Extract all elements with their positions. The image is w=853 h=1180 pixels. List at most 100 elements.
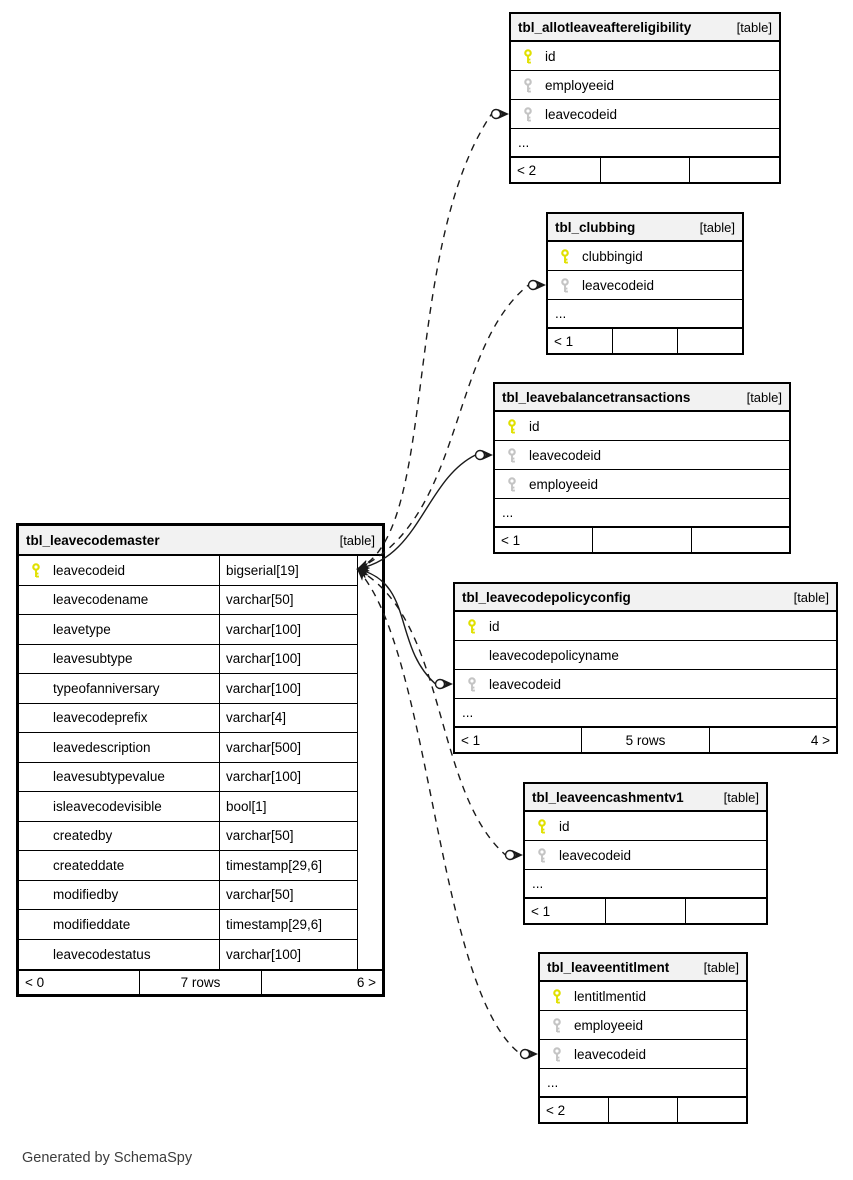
table-title[interactable]: tbl_allotleaveaftereligibility <box>518 19 692 35</box>
footer-parents-count <box>690 528 789 552</box>
column-type: timestamp[29,6] <box>219 851 353 880</box>
column-name: clubbingid <box>582 248 643 264</box>
zero-or-one-circle <box>519 1048 531 1060</box>
column-name: modifiedby <box>53 887 119 903</box>
primary-key-icon <box>525 818 559 834</box>
key-glyph <box>553 1017 561 1033</box>
column-row-clubbingid: clubbingid <box>548 242 742 271</box>
column-row-leavesubtype: leavesubtype varchar[100] <box>19 644 357 674</box>
footer-row-count: 5 rows <box>581 728 708 752</box>
column-row-leavecodeid: leavecodeid <box>455 670 836 699</box>
column-row-id: id <box>455 612 836 641</box>
table-header-tbl_leaveencashmentv1[interactable]: tbl_leaveencashmentv1[table] <box>525 784 766 812</box>
key-glyph <box>538 818 546 834</box>
edge-arrowhead <box>512 850 523 860</box>
table-title[interactable]: tbl_leavecodemaster <box>26 532 160 548</box>
primary-key-icon <box>19 562 53 578</box>
column-type: varchar[100] <box>219 644 353 673</box>
column-name: modifieddate <box>53 916 131 932</box>
table-title[interactable]: tbl_leaveentitlment <box>547 959 670 975</box>
column-name: id <box>529 418 540 434</box>
column-name: isleavecodevisible <box>53 798 162 814</box>
table-box-tbl_clubbing: tbl_clubbing [table] clubbingid leavecodeid… <box>546 212 744 355</box>
column-name: typeofanniversary <box>53 680 160 696</box>
column-name: leavecodepolicyname <box>489 647 619 663</box>
key-glyph <box>538 847 546 863</box>
relationship-edge-tbl_allotleaveaftereligibility <box>356 108 509 570</box>
column-type: varchar[100] <box>219 615 353 644</box>
column-name: leavecodename <box>53 592 149 608</box>
table-header-tbl_leavebalancetransactions[interactable]: tbl_leavebalancetransactions[table] <box>495 384 789 412</box>
relationship-gutter <box>357 556 382 969</box>
foreign-key-icon <box>540 1017 574 1033</box>
column-row-leavecodeid: leavecodeid <box>548 271 742 300</box>
footer-parents-count <box>689 158 779 182</box>
more-columns-marker: ... <box>455 699 836 726</box>
column-type: varchar[50] <box>219 585 353 614</box>
table-box-tbl_leavecodepolicyconfig: tbl_leavecodepolicyconfig[table]id leavec… <box>453 582 838 754</box>
column-type: varchar[500] <box>219 733 353 762</box>
table-type-tag: [table] <box>736 19 772 35</box>
column-row-id: id <box>495 412 789 441</box>
column-row-leavecodename: leavecodename varchar[50] <box>19 585 357 615</box>
footer-children-count: < 0 <box>25 975 45 990</box>
table-title[interactable]: tbl_clubbing <box>555 219 636 235</box>
column-name: lentitlmentid <box>574 988 647 1004</box>
column-row-leavecodeid: leavecodeid <box>511 100 779 129</box>
column-name: leavecodeid <box>529 447 602 463</box>
footer-children-count: < 1 <box>531 903 551 919</box>
column-row-id: id <box>511 42 779 71</box>
zero-or-one-circle <box>490 108 502 120</box>
column-row-leavecodeid: leavecodeid <box>495 441 789 470</box>
column-name: leavecodestatus <box>53 946 151 962</box>
more-columns-marker: ... <box>548 300 742 327</box>
table-title[interactable]: tbl_leaveencashmentv1 <box>532 789 684 805</box>
column-name: leavecodeid <box>53 562 126 578</box>
edge-arrowhead <box>498 109 509 119</box>
table-header-tbl_allotleaveaftereligibility[interactable]: tbl_allotleaveaftereligibility [table] <box>511 14 779 42</box>
table-title[interactable]: tbl_leavecodepolicyconfig <box>462 589 631 605</box>
column-type: bigserial[19] <box>219 556 353 585</box>
foreign-key-icon <box>540 1046 574 1062</box>
footer-parents-count <box>677 1098 746 1122</box>
column-row-lentitlmentid: lentitlmentid <box>540 982 746 1011</box>
key-glyph <box>553 988 561 1004</box>
column-type: varchar[100] <box>219 762 353 791</box>
zero-or-one-circle <box>434 678 446 690</box>
table-type-tag: [table] <box>699 219 735 235</box>
table-box-tbl_leavebalancetransactions: tbl_leavebalancetransactions[table]id lea… <box>493 382 791 554</box>
key-glyph <box>508 418 516 434</box>
footer-row-count <box>608 1098 677 1122</box>
edge-arrowhead <box>442 679 453 689</box>
key-glyph <box>468 618 476 634</box>
implied-relationship-line <box>356 113 493 570</box>
table-header-tbl_leaveentitlment[interactable]: tbl_leaveentitlment[table] <box>540 954 746 982</box>
footer-row-count: 7 rows <box>139 971 260 994</box>
zero-or-one-circle <box>474 449 486 461</box>
column-name: employeeid <box>529 476 599 492</box>
column-name: employeeid <box>574 1017 644 1033</box>
table-header-tbl_leavecodepolicyconfig[interactable]: tbl_leavecodepolicyconfig[table] <box>455 584 836 612</box>
table-header-tbl_leavecodemaster[interactable]: tbl_leavecodemaster[table] <box>19 526 382 556</box>
table-title[interactable]: tbl_leavebalancetransactions <box>502 389 691 405</box>
edge-arrowhead <box>527 1049 538 1059</box>
footer-parents-count <box>677 329 742 353</box>
column-name: leavesubtype <box>53 651 133 667</box>
table-header-tbl_clubbing[interactable]: tbl_clubbing [table] <box>548 214 742 242</box>
footer-row-count <box>592 528 690 552</box>
column-row-leavecodepolicyname: leavecodepolicyname <box>455 641 836 670</box>
column-type: timestamp[29,6] <box>219 910 353 939</box>
primary-key-icon <box>540 988 574 1004</box>
column-name: id <box>559 818 570 834</box>
primary-key-icon <box>455 618 489 634</box>
column-name: leavecodeid <box>559 847 632 863</box>
